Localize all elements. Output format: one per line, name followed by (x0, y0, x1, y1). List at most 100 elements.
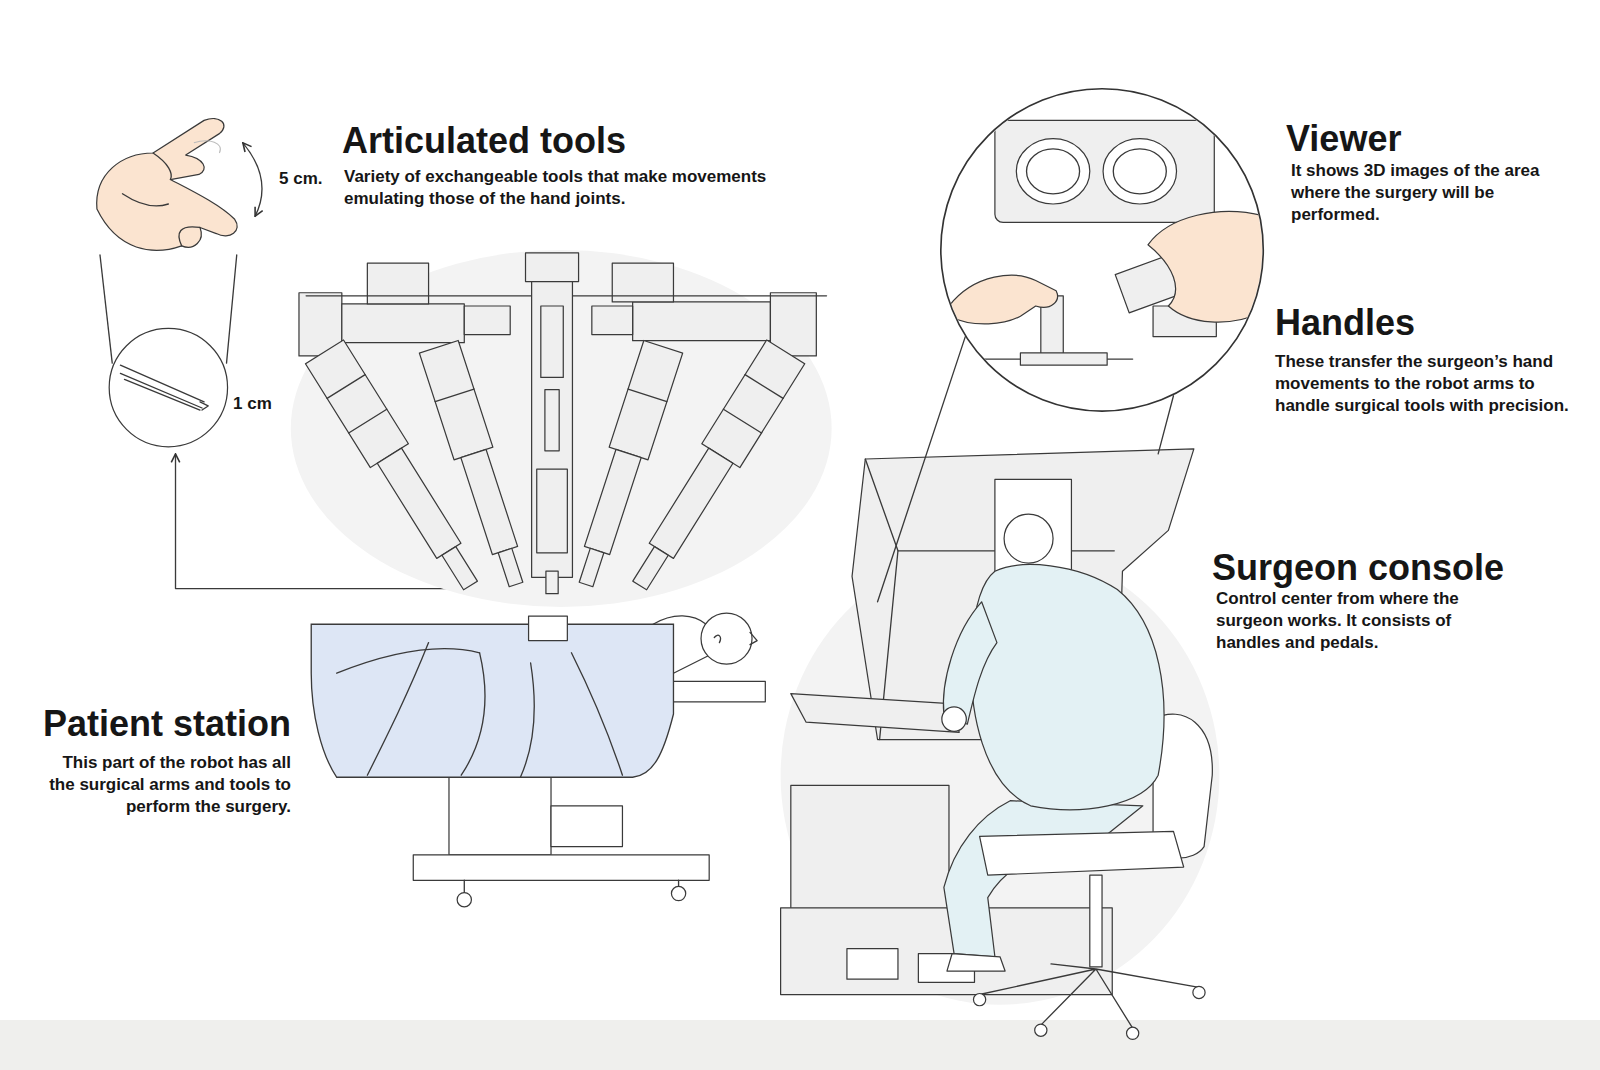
chair (980, 964, 1199, 1028)
drape (311, 616, 673, 777)
surgeon-figure (1004, 514, 1053, 563)
console-zoom-circle (1027, 149, 1080, 194)
dimension-label: 1 cm (233, 393, 272, 415)
console-zoom-circle (1113, 149, 1166, 194)
heading: Patient station (43, 704, 291, 744)
zoom-lines (100, 255, 112, 363)
surgeon-figure (971, 565, 1164, 810)
robot-arms (545, 390, 559, 451)
robot-arms (442, 547, 477, 590)
description: It shows 3D images of the area where the… (1291, 160, 1576, 226)
surgeon-figure (944, 801, 1143, 957)
robot-arms (419, 341, 535, 591)
patient-table (668, 681, 765, 701)
robot-arms (291, 250, 832, 607)
robot-arms (621, 340, 805, 597)
heading: Articulated tools (342, 121, 626, 161)
surgeon-console (791, 694, 959, 733)
zoom-lines (227, 255, 237, 363)
tool-zoom-circle (124, 379, 200, 410)
drape (461, 653, 485, 775)
drape (571, 653, 622, 775)
surgeon-figure (943, 602, 996, 724)
description: These transfer the surgeon’s hand moveme… (1275, 351, 1587, 417)
console-zoom-circle (1016, 139, 1089, 204)
description: This part of the robot has all the surgi… (38, 752, 291, 818)
robot-arms (702, 340, 805, 468)
robot-arms (567, 341, 683, 591)
robot-arms (541, 306, 563, 377)
description: Variety of exchangeable tools that make … (344, 166, 814, 210)
drape (529, 616, 568, 640)
robot-arms (609, 341, 683, 460)
console-zoom-circle (944, 120, 1265, 365)
surgeon-console (781, 546, 1220, 1005)
robot-arms (532, 282, 573, 578)
chair (1035, 1024, 1047, 1036)
robot-arms (633, 302, 771, 341)
robot-arms (592, 306, 633, 335)
robot-arms (649, 448, 733, 558)
drape (311, 624, 673, 777)
hand-figure (153, 153, 171, 180)
chair (1193, 986, 1205, 998)
surgeon-figure (942, 514, 1184, 971)
hand-figure (97, 119, 237, 251)
hand-figure (97, 119, 237, 251)
console-zoom-circle (1103, 139, 1176, 204)
surgeon-console (865, 459, 1114, 551)
heading: Handles (1275, 303, 1415, 343)
heading: Viewer (1286, 119, 1401, 159)
surgeon-figure (947, 954, 1005, 971)
patient-figure (750, 632, 757, 644)
tool-zoom-circle (120, 373, 202, 408)
dimension-arrow (243, 143, 262, 216)
hand-figure (179, 227, 200, 246)
robot-arms (461, 449, 518, 554)
surgeon-figure (942, 707, 966, 731)
surgeon-figure (980, 831, 1184, 875)
robot-arms (305, 340, 408, 468)
robot-arms (633, 547, 668, 590)
hand-figure (194, 141, 221, 153)
patient-table (449, 775, 551, 855)
surgeon-console (847, 949, 898, 980)
robot-arms (419, 341, 493, 460)
robot-arms (537, 469, 568, 553)
robot-arms (628, 389, 667, 402)
tool-zoom-circle (200, 402, 208, 410)
patient-figure (701, 613, 752, 664)
chair (1127, 1027, 1139, 1039)
surgeon-console (781, 908, 1113, 995)
robot-arms (464, 306, 510, 335)
patient-table (551, 806, 622, 847)
heading: Surgeon console (1212, 548, 1504, 588)
robot-arms (584, 449, 641, 554)
tool-zoom-circle (109, 328, 227, 446)
patient-figure (714, 635, 720, 642)
hand-figure (122, 194, 168, 206)
description: Control center from where the surgeon wo… (1216, 588, 1496, 654)
robot-arms (291, 250, 832, 607)
chair (1090, 875, 1102, 967)
console-zoom-circle (995, 120, 1214, 222)
robot-arms (342, 304, 464, 343)
dimension-label: 5 cm. (279, 168, 322, 190)
robot-arms (526, 253, 579, 282)
robot-arms (377, 448, 461, 558)
floor-band (0, 1020, 1600, 1070)
patient-table (457, 893, 471, 907)
robot-arms (546, 571, 558, 593)
robot-arms (498, 548, 523, 586)
console-zoom-circle (941, 89, 1263, 411)
chair (973, 993, 985, 1005)
patient-table (671, 886, 685, 900)
robot-arms (327, 375, 387, 433)
robot-arms (579, 548, 604, 586)
robot-arms (723, 375, 783, 433)
patient-table (464, 880, 678, 892)
drape (367, 643, 428, 776)
